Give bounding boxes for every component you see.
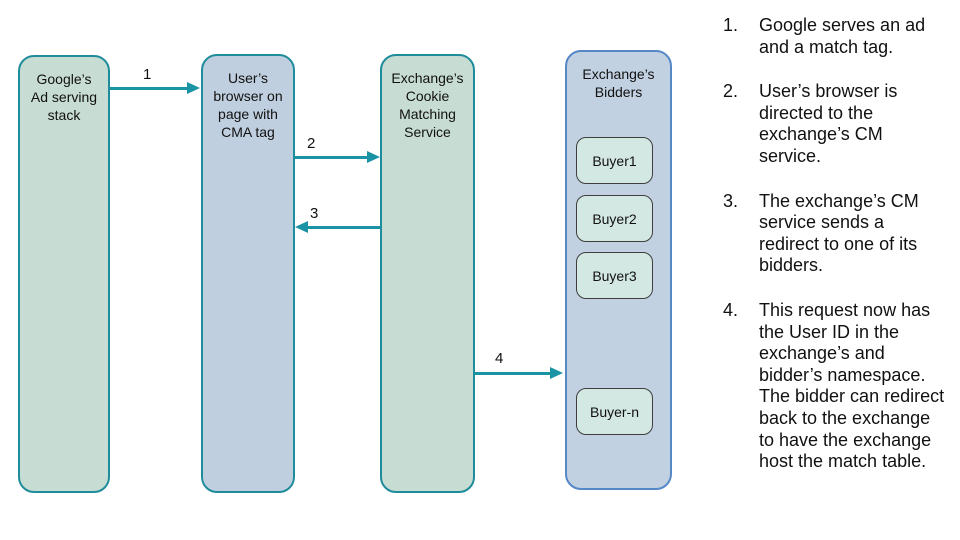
arrow-label-2: 2 — [307, 135, 316, 152]
box-exchange-bidders: Exchange’s Bidders Buyer1 Buyer2 Buyer3 … — [565, 50, 672, 490]
box-label: Google’s Ad serving stack — [30, 71, 98, 123]
buyer-label: Buyer-n — [589, 403, 640, 420]
step-number: 1. — [723, 15, 739, 35]
arrow-step-4 — [475, 367, 563, 379]
buyer-label: Buyer1 — [592, 152, 637, 169]
arrow-line — [306, 225, 380, 229]
arrow-step-1 — [110, 82, 200, 94]
step-text: User’s browser is directed to the exchan… — [759, 81, 898, 166]
step-item: 2. User’s browser is directed to the exc… — [723, 81, 947, 167]
buyer-box: Buyer2 — [576, 195, 653, 242]
step-item: 1. Google serves an ad and a match tag. — [723, 15, 947, 58]
box-google-ad-serving-stack: Google’s Ad serving stack — [18, 55, 110, 493]
step-text: The exchange’s CM service sends a redire… — [759, 190, 919, 276]
step-item: 4. This request now has the User ID in t… — [723, 300, 947, 473]
box-users-browser: User’s browser on page with CMA tag — [201, 54, 295, 493]
box-label: Exchange’s Cookie Matching Service — [391, 70, 464, 140]
step-text: This request now has the User ID in the … — [759, 299, 945, 472]
arrow-label-3: 3 — [310, 205, 319, 222]
step-item: 3. The exchange’s CM service sends a red… — [723, 191, 947, 277]
step-number: 2. — [723, 81, 739, 102]
buyer-box: Buyer3 — [576, 252, 653, 299]
arrow-line — [295, 155, 369, 159]
box-label: User’s browser on page with CMA tag — [213, 70, 283, 140]
arrow-step-2 — [295, 151, 380, 163]
steps-list: 1. Google serves an ad and a match tag. … — [723, 15, 947, 496]
arrowhead-right-icon — [187, 82, 200, 94]
arrow-label-1: 1 — [143, 66, 152, 83]
step-number: 4. — [723, 299, 739, 320]
buyer-box: Buyer-n — [576, 388, 653, 435]
arrow-step-3 — [295, 221, 380, 233]
box-label: Exchange’s Bidders — [582, 66, 655, 100]
box-exchange-cookie-matching-service: Exchange’s Cookie Matching Service — [380, 54, 475, 493]
step-text: Google serves an ad and a match tag. — [759, 15, 926, 57]
buyer-label: Buyer3 — [592, 267, 637, 284]
arrow-line — [110, 86, 189, 90]
arrow-line — [475, 371, 552, 375]
arrowhead-right-icon — [550, 367, 563, 379]
arrow-label-4: 4 — [495, 350, 504, 367]
arrowhead-left-icon — [295, 221, 308, 233]
arrowhead-right-icon — [367, 151, 380, 163]
buyer-box: Buyer1 — [576, 137, 653, 184]
step-number: 3. — [723, 190, 739, 211]
buyer-label: Buyer2 — [592, 210, 637, 227]
